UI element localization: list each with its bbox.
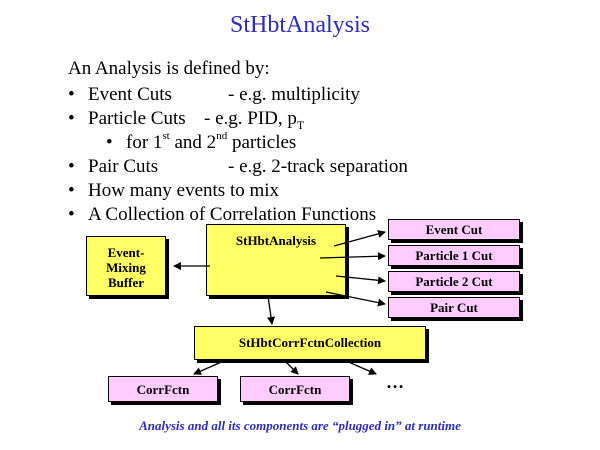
bullet-pair-cuts: •Pair Cuts - e.g. 2-track separation bbox=[68, 156, 408, 177]
bullet-icon: • bbox=[68, 204, 75, 225]
particle2-cut-box: Particle 2 Cut bbox=[388, 271, 520, 292]
bullet-icon: • bbox=[68, 180, 75, 201]
bullet-icon: • bbox=[68, 108, 75, 129]
corrfctn-collection-box: StHbtCorrFctnCollection bbox=[194, 326, 426, 360]
bullet-particle-cuts: •Particle Cuts - e.g. PID, pT bbox=[68, 108, 305, 132]
bullet-icon: • bbox=[106, 132, 113, 153]
analysis-box: StHbtAnalysis bbox=[206, 224, 346, 296]
pair-cut-box: Pair Cut bbox=[388, 297, 520, 318]
bullet-icon: • bbox=[68, 156, 75, 177]
bullet-corr-functions: •A Collection of Correlation Functions bbox=[68, 204, 377, 225]
more-ellipsis: … bbox=[386, 372, 404, 392]
bullet-event-cuts: •Event Cuts - e.g. multiplicity bbox=[68, 84, 360, 105]
event-mixing-buffer-box: Event- Mixing Buffer bbox=[86, 236, 166, 296]
arrow-to-collection bbox=[267, 295, 275, 325]
particle1-cut-box: Particle 1 Cut bbox=[388, 245, 520, 266]
arrow-to-more bbox=[343, 359, 377, 375]
bullet-icon: • bbox=[68, 84, 75, 105]
slide-title: StHbtAnalysis bbox=[229, 12, 370, 38]
footer-note: Analysis and all its components are “plu… bbox=[139, 418, 461, 433]
event-cut-box: Event Cut bbox=[388, 219, 520, 240]
corrfctn-box-1: CorrFctn bbox=[108, 376, 218, 402]
bullet-particles-sub: •for 1st and 2nd particles bbox=[106, 130, 297, 153]
arrow-to-corrfctn-1 bbox=[193, 359, 227, 375]
corrfctn-box-2: CorrFctn bbox=[240, 376, 350, 402]
bullet-events-to-mix: •How many events to mix bbox=[68, 180, 280, 201]
arrow-to-corrfctn-2 bbox=[283, 359, 299, 375]
intro-text: An Analysis is defined by: bbox=[68, 58, 270, 79]
